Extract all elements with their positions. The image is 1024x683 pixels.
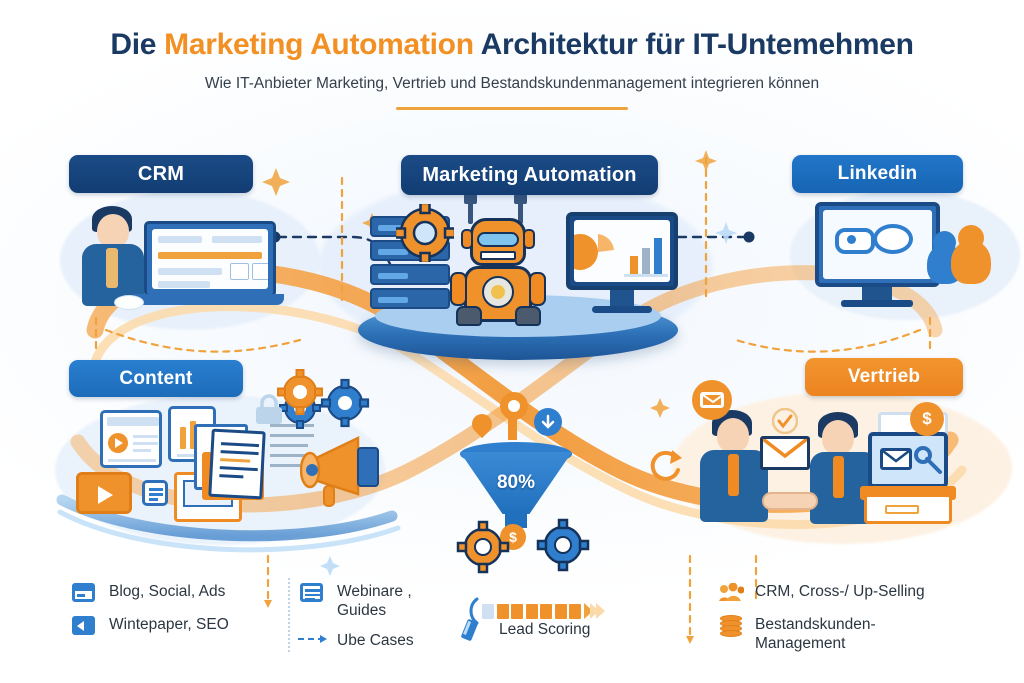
document-front: [208, 428, 266, 500]
monitor-foot: [841, 300, 913, 307]
dashed-arrow-icon: [298, 631, 327, 653]
gear-icon: [277, 369, 323, 415]
person-head: [97, 214, 129, 248]
pen-icon: [460, 618, 488, 642]
node-badge-marketing-automation[interactable]: Marketing Automation: [401, 155, 658, 195]
legend-item: Webinare , Guides: [300, 582, 465, 620]
megaphone-icon: [300, 436, 379, 507]
legend-webinar-group: Webinare , Guides Ube Cases: [298, 582, 465, 664]
laptop-screen: [144, 221, 276, 297]
title-accent: Marketing Automation: [164, 28, 474, 61]
handshake-icon: [762, 492, 818, 510]
mail-badge: [692, 380, 732, 420]
legend-label: Bestandskunden- Management: [755, 616, 876, 652]
legend-label: Webinare , Guides: [337, 583, 412, 619]
check-icon: [772, 408, 798, 434]
analytics-chart: [574, 233, 668, 277]
comment-card: [142, 480, 168, 506]
download-icon: [534, 408, 562, 436]
legend-label: CRM, Cross-/ Up-Selling: [755, 583, 925, 600]
analytics-display: [574, 220, 670, 282]
server-unit: [370, 288, 450, 309]
title-prefix: Die: [110, 28, 165, 61]
legend-item: Blog, Social, Ads: [72, 582, 302, 604]
gear-icon-blue: [536, 518, 590, 572]
monitor-icon: [815, 202, 940, 287]
chat-bubble-right: [873, 224, 913, 254]
legend-content-group: Blog, Social, Ads Wintepaper, SEO: [72, 582, 302, 648]
robot-visor: [477, 232, 519, 247]
title-divider: [396, 107, 628, 110]
gear-icon-orange: [456, 520, 510, 574]
computer-mouse-icon: [114, 295, 144, 310]
linkedin-illustration: [805, 198, 1005, 323]
node-badge-vertrieb[interactable]: Vertrieb: [805, 358, 963, 396]
legend-label: Blog, Social, Ads: [109, 583, 226, 600]
legend-label: Wintepaper, SEO: [109, 616, 229, 633]
funnel-percent: 80%: [496, 472, 536, 493]
video-article-card: [100, 410, 162, 468]
envelope-icon: [760, 436, 810, 470]
legend-item: Wintepaper, SEO: [72, 615, 302, 637]
legend-item: Lead Scoring: [460, 618, 662, 642]
node-badge-crm[interactable]: CRM: [69, 155, 253, 193]
laptop-screen: [868, 432, 948, 488]
page-subtitle: Wie IT-Anbieter Marketing, Vertrieb und …: [204, 75, 820, 92]
gear-icon: [320, 378, 370, 428]
content-illustration: [72, 378, 392, 540]
legend-item: Ube Cases: [298, 631, 465, 653]
crm-illustration: [78, 196, 293, 326]
people-icon: [718, 582, 744, 604]
node-badge-linkedin[interactable]: Linkedin: [792, 155, 963, 193]
marketing-automation-illustration: [330, 194, 700, 366]
window-icon: [72, 582, 98, 604]
database-icon: [718, 615, 744, 637]
key-icon: [914, 446, 942, 474]
legend-divider-1: [288, 578, 290, 652]
salesperson-right-head: [822, 420, 854, 455]
video-play-button: [76, 472, 132, 514]
target-pin-icon: [500, 392, 528, 420]
money-coin-icon: $: [910, 402, 944, 436]
refresh-icon: [650, 450, 682, 481]
monitor-display: [823, 210, 932, 279]
laptop-base: [134, 294, 284, 305]
legend-label: Lead Scoring: [499, 621, 591, 638]
laptop-display: [152, 229, 268, 289]
legend-item: CRM, Cross-/ Up-Selling: [718, 582, 1008, 604]
legend-sales-group: CRM, Cross-/ Up-Selling Bestandskunden- …: [718, 582, 1008, 664]
lead-score-bar: [466, 597, 605, 625]
drawer: [864, 494, 952, 524]
page-title: Die Marketing Automation Architektur für…: [0, 0, 1024, 62]
list-icon: [300, 582, 326, 604]
header: Die Marketing Automation Architektur für…: [0, 0, 1024, 110]
salesperson-left-tie: [728, 454, 739, 496]
monitor-stand: [862, 287, 892, 301]
vertrieb-illustration: $: [692, 380, 1010, 543]
gear-icon: [396, 204, 454, 262]
analytics-monitor: [566, 212, 678, 290]
location-pin-icon: [467, 409, 497, 439]
legend-label: Ube Cases: [337, 632, 414, 649]
salesperson-right-tie: [833, 456, 844, 498]
legend-item: Bestandskunden- Management: [718, 615, 1008, 653]
salesperson-left-head: [717, 418, 749, 453]
slide-icon: [72, 615, 98, 637]
node-badge-content[interactable]: Content: [69, 360, 243, 397]
person-tie: [106, 248, 118, 288]
server-unit: [370, 264, 450, 285]
legend-lead-group: Lead Scoring: [460, 618, 662, 653]
title-suffix: Architektur für IT-Untemehmen: [473, 28, 914, 61]
